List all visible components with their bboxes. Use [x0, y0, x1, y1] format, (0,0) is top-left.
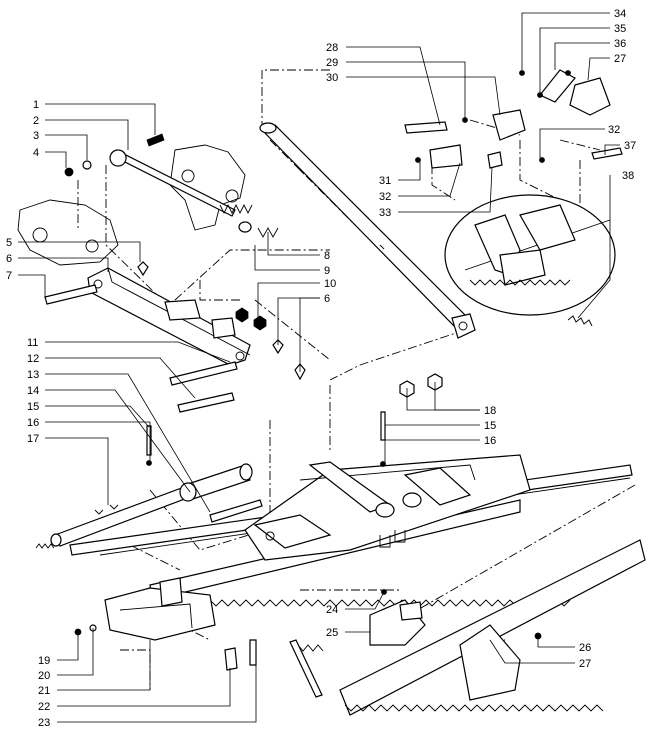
guard-bar-assembly	[289, 539, 646, 716]
callout-7: 7	[6, 270, 12, 282]
callout-22: 22	[38, 701, 50, 713]
top-right-linkage-parts	[404, 69, 623, 169]
link-rod-assembly	[17, 133, 279, 266]
callout-33: 33	[379, 207, 391, 219]
callout-27: 27	[579, 658, 591, 670]
callout-30: 30	[326, 72, 338, 84]
callout-1: 1	[33, 99, 39, 111]
callout-16: 16	[27, 417, 39, 429]
cutter-bar-assembly	[35, 373, 633, 671]
callout-6: 6	[324, 293, 330, 305]
callout-35: 35	[614, 23, 626, 35]
detail-inset	[444, 194, 616, 327]
callout-15: 15	[484, 420, 496, 432]
callout-37: 37	[624, 140, 636, 152]
callout-9: 9	[324, 265, 330, 277]
callout-2: 2	[33, 115, 39, 127]
callout-16: 16	[484, 435, 496, 447]
callout-labels: 1 2 3 4 5 6 7 8 9 10 6 11 12 13 14 15 16…	[6, 8, 636, 729]
callout-31: 31	[379, 175, 391, 187]
leader-lines	[18, 12, 620, 723]
callout-15: 15	[27, 401, 39, 413]
callout-8: 8	[324, 250, 330, 262]
callout-26: 26	[579, 642, 591, 654]
callout-20: 20	[38, 670, 50, 682]
callout-23: 23	[38, 717, 50, 729]
callout-28: 28	[326, 42, 338, 54]
callout-38: 38	[622, 170, 634, 182]
pivot-beam-assembly	[44, 261, 306, 413]
callout-19: 19	[38, 655, 50, 667]
callout-24: 24	[326, 604, 338, 616]
callout-10: 10	[324, 278, 336, 290]
callout-5: 5	[6, 237, 12, 249]
drive-shaft-tube	[259, 122, 476, 339]
callout-18: 18	[484, 405, 496, 417]
callout-17: 17	[27, 433, 39, 445]
callout-21: 21	[38, 685, 50, 697]
callout-27: 27	[614, 53, 626, 65]
callout-34: 34	[614, 8, 626, 20]
callout-29: 29	[326, 57, 338, 69]
callout-6: 6	[6, 253, 12, 265]
callout-12: 12	[27, 353, 39, 365]
callout-3: 3	[33, 130, 39, 142]
callout-36: 36	[614, 38, 626, 50]
callout-32: 32	[379, 191, 391, 203]
callout-4: 4	[33, 147, 39, 159]
callout-14: 14	[27, 385, 39, 397]
callout-25: 25	[326, 627, 338, 639]
callout-11: 11	[27, 337, 38, 349]
callout-32: 32	[608, 124, 620, 136]
callout-13: 13	[27, 369, 39, 381]
